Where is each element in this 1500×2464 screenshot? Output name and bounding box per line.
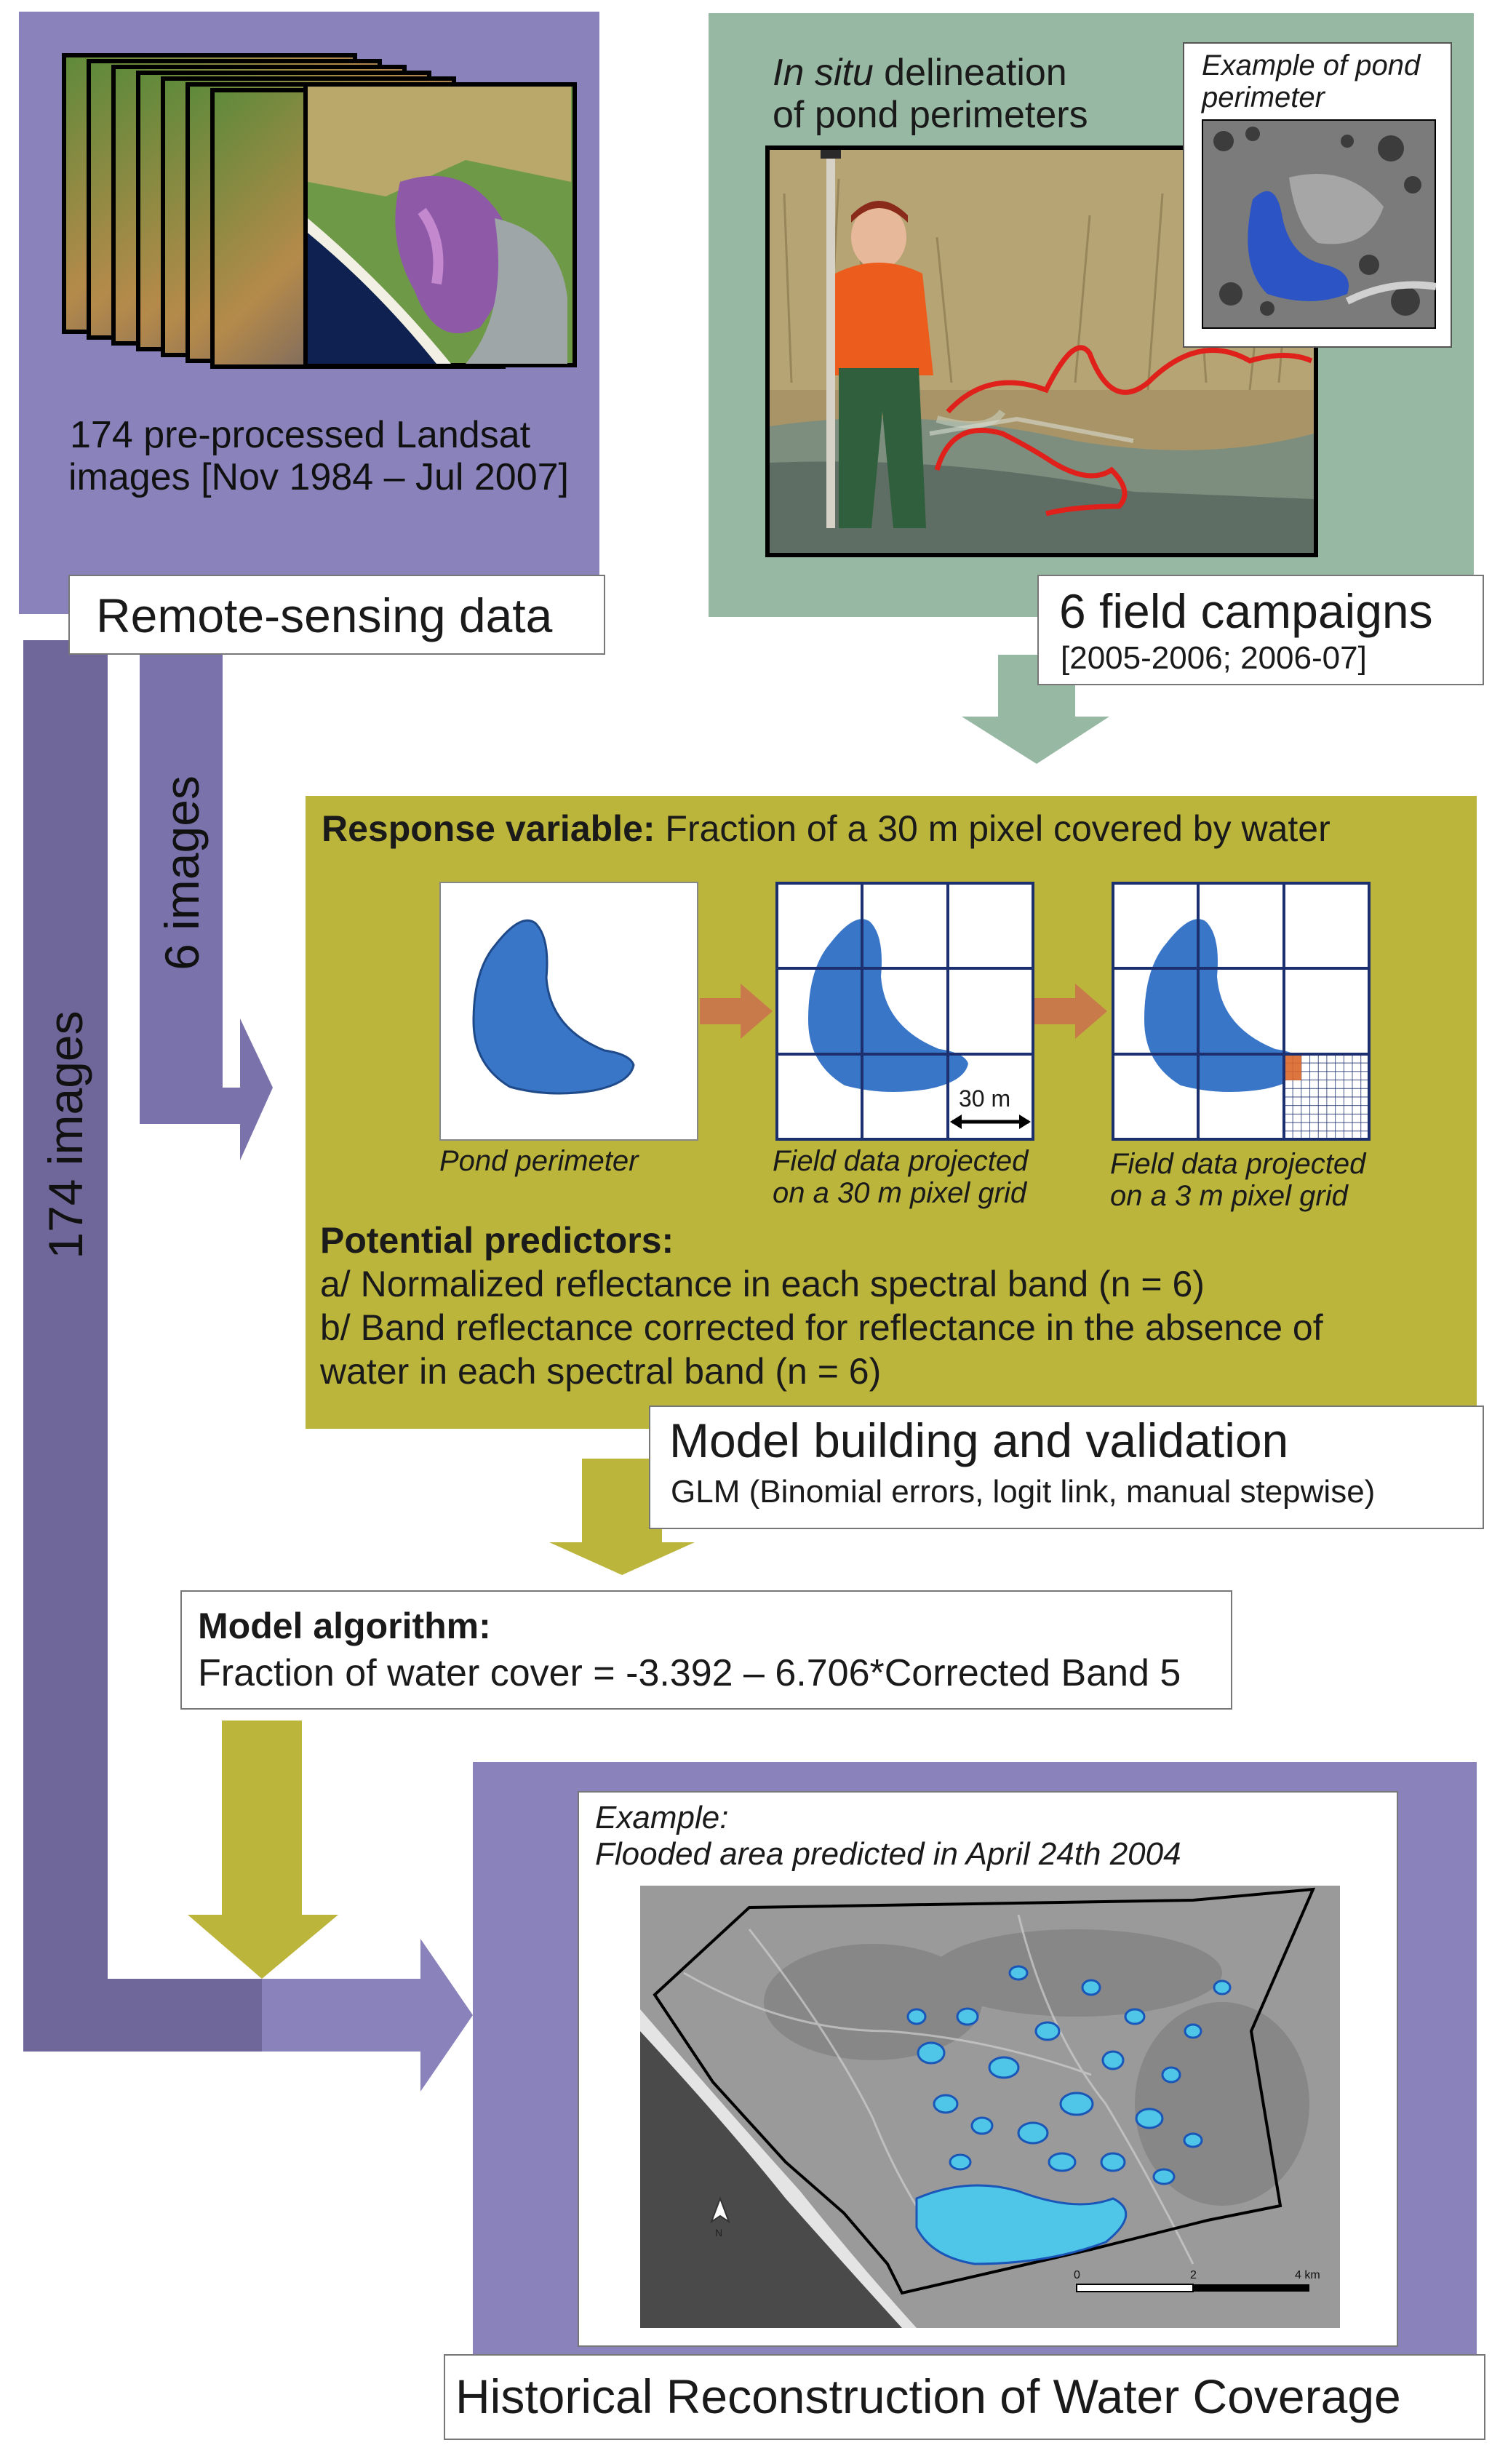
field-photo <box>765 145 1318 557</box>
predictor-b-line2: water in each spectral band (n = 6) <box>320 1351 882 1392</box>
landsat-caption-line1: 174 pre-processed Landsat <box>70 414 531 456</box>
algorithm-formula: Fraction of water cover = -3.392 – 6.706… <box>198 1652 1181 1694</box>
red-perimeter-line-lower <box>934 428 1128 517</box>
front-landsat-image <box>303 82 577 367</box>
grid-30m-illustration <box>775 882 1034 1141</box>
field-title-italic: In situ <box>773 52 874 94</box>
scale-30m-label: 30 m <box>959 1085 1011 1112</box>
inset-aerial-image <box>1202 119 1436 329</box>
grid-3m-caption-line2: on a 3 m pixel grid <box>1110 1180 1348 1212</box>
grid-3m-panel <box>1112 882 1371 1141</box>
arrow-into-historical <box>262 1939 473 2092</box>
remote-sensing-label: Remote-sensing data <box>96 589 553 642</box>
response-heading-bold: Response variable: <box>322 808 655 849</box>
example-map-frame: Example: Flooded area predicted in April… <box>578 1791 1398 2347</box>
field-campaigns-label: 6 field campaigns <box>1059 584 1433 638</box>
grid-30m-panel: 30 m <box>775 882 1034 1141</box>
orange-arrow-2 <box>1034 984 1107 1039</box>
historical-label: Historical Reconstruction of Water Cover… <box>455 2369 1401 2423</box>
pond-shape-plain <box>472 919 635 1095</box>
inset-title-line2: perimeter <box>1202 81 1325 113</box>
example-line1: Example: <box>595 1800 729 1835</box>
study-area-boundary <box>653 1887 1316 2295</box>
landsat-caption-line2: images [Nov 1984 – Jul 2007] <box>68 456 569 498</box>
predictors-heading: Potential predictors: <box>320 1220 674 1261</box>
grid-3m-illustration <box>1112 882 1371 1141</box>
predictor-b-line1: b/ Band reflectance corrected for reflec… <box>320 1307 1323 1348</box>
field-photo-illustration <box>770 150 1314 553</box>
scale-tick-2: 2 <box>1190 2269 1197 2281</box>
arrow-6-images <box>140 640 273 1160</box>
landsat-image-stack <box>62 53 577 369</box>
model-building-subtitle: GLM (Binomial errors, logit link, manual… <box>671 1474 1376 1510</box>
arrow-algorithm-down <box>188 1721 338 1979</box>
flood-map: N 0 2 4 km <box>640 1886 1340 2328</box>
flooded-ponds <box>906 1965 1232 2265</box>
historical-label-box: Historical Reconstruction of Water Cover… <box>444 2354 1485 2440</box>
response-heading: Response variable: Fraction of a 30 m pi… <box>322 808 1331 850</box>
grid-30m-caption-line1: Field data projected <box>773 1145 1029 1177</box>
remote-sensing-label-box: Remote-sensing data <box>68 575 605 655</box>
response-heading-rest: Fraction of a 30 m pixel covered by wate… <box>655 808 1331 849</box>
field-campaigns-dates: [2005-2006; 2006-07] <box>1061 640 1367 676</box>
inset-title-line1: Example of pond <box>1202 49 1421 81</box>
example-line2: Flooded area predicted in April 24th 200… <box>595 1836 1181 1872</box>
model-building-title: Model building and validation <box>669 1414 1289 1467</box>
scale-tick-4: 4 km <box>1295 2269 1320 2281</box>
model-algorithm-box: Model algorithm: Fraction of water cover… <box>180 1590 1232 1710</box>
pond-perimeter-inset: Example of pond perimeter <box>1183 42 1452 348</box>
inset-pond-shape <box>1248 191 1349 301</box>
field-campaigns-label-box: 6 field campaigns [2005-2006; 2006-07] <box>1037 575 1484 685</box>
six-images-label: 6 images <box>155 776 209 970</box>
scale-tick-0: 0 <box>1074 2269 1080 2281</box>
model-building-box: Model building and validation GLM (Binom… <box>649 1406 1484 1529</box>
arrow-174-images <box>23 640 262 2052</box>
north-arrow <box>709 2196 731 2224</box>
red-perimeter-line-upper <box>946 345 1313 414</box>
orange-arrow-1 <box>700 984 773 1039</box>
field-title-line2: of pond perimeters <box>773 94 1088 136</box>
algorithm-heading: Model algorithm: <box>198 1606 491 1646</box>
all-images-label: 174 images <box>39 1010 92 1259</box>
field-title-rest: delineation <box>873 52 1067 94</box>
pond-perimeter-panel <box>439 882 698 1141</box>
field-title-line1: In situ delineation <box>773 51 1067 95</box>
predictor-a: a/ Normalized reflectance in each spectr… <box>320 1264 1205 1304</box>
north-label: N <box>715 2227 722 2238</box>
grid-30m-caption-line2: on a 30 m pixel grid <box>773 1177 1027 1209</box>
scale-bar-black <box>1193 2284 1309 2292</box>
surveyor-figure <box>821 150 933 528</box>
scale-bar-white <box>1076 2284 1194 2292</box>
pond-perimeter-caption: Pond perimeter <box>439 1145 639 1177</box>
grid-3m-caption-line1: Field data projected <box>1110 1148 1366 1180</box>
